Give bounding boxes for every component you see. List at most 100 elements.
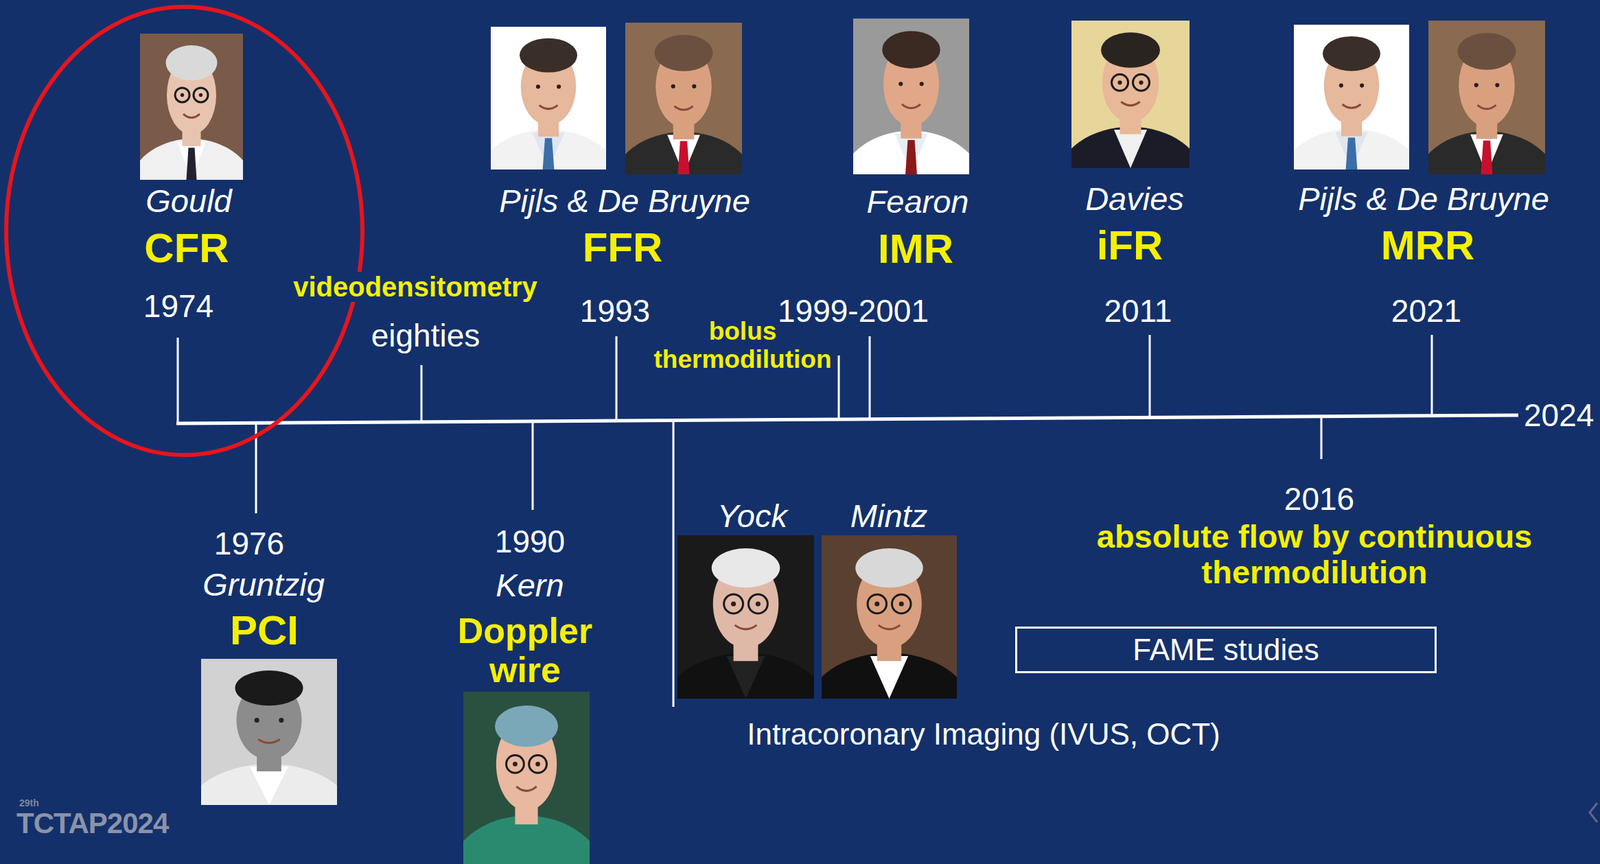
- photo-shirt: [177, 142, 206, 180]
- photo-eye: [899, 601, 904, 607]
- technique-note: videodensitometry: [290, 271, 541, 303]
- author-name: Kern: [495, 567, 564, 604]
- author-name: Gruntzig: [202, 566, 325, 603]
- year-label: 1993: [580, 293, 651, 329]
- photo-glasses: [748, 594, 768, 614]
- portrait-photo: [821, 535, 957, 699]
- author-name: Pijls & De Bruyne: [1297, 181, 1550, 217]
- photo-glasses: [529, 755, 548, 774]
- portrait-photo: [140, 33, 243, 180]
- photo-eye: [1474, 83, 1479, 88]
- timeline-tick: [1431, 334, 1434, 416]
- photo-tie: [186, 147, 197, 180]
- photo-glasses: [175, 87, 190, 103]
- timeline-tick: [420, 365, 423, 423]
- photo-eye: [278, 717, 284, 723]
- portrait-photo: [677, 535, 815, 699]
- portrait-photo: [463, 691, 590, 864]
- photo-mouth: [1477, 105, 1496, 110]
- timeline-tick: [615, 336, 618, 421]
- photo-glasses: [506, 755, 525, 774]
- photo-hair: [166, 45, 218, 81]
- author-name: Fearon: [866, 183, 970, 220]
- photo-shirt: [249, 767, 288, 806]
- photo-tie: [678, 140, 690, 175]
- photo-eye: [254, 717, 260, 723]
- photo-glasses: [891, 594, 911, 614]
- photo-glasses: [1132, 74, 1150, 91]
- photo-hair: [882, 30, 941, 68]
- portrait-photo: [1071, 20, 1190, 169]
- portrait-photo: [490, 26, 607, 170]
- timeline-tick: [531, 421, 535, 510]
- technique-note: absolute flow by continuous thermodiluti…: [1094, 518, 1535, 590]
- photo-shirt: [870, 656, 909, 699]
- photo-hair: [855, 548, 924, 588]
- photo-eye: [919, 81, 924, 86]
- watermark-logo: TCTAP2024: [16, 807, 169, 840]
- photo-glasses: [1111, 74, 1128, 91]
- timeline-axis: [176, 415, 1519, 424]
- study-box: FAME studies: [1015, 626, 1437, 674]
- photo-eye: [691, 84, 697, 89]
- author-name: Pijls & De Bruyne: [499, 183, 751, 219]
- photo-hair: [654, 35, 714, 72]
- photo-hair: [1322, 36, 1381, 72]
- photo-tie: [1346, 137, 1358, 170]
- photo-shirt: [531, 132, 565, 170]
- ellipse-stroke: [6, 6, 363, 456]
- photo-eye: [1359, 83, 1364, 88]
- nav-chevron: [1589, 803, 1598, 823]
- imaging-label: Intracoronary Imaging (IVUS, OCT): [746, 717, 1221, 751]
- axis-end-year: 2024: [1523, 398, 1594, 434]
- method-name: IMR: [877, 226, 954, 272]
- photo-mouth: [183, 113, 200, 118]
- author-name: Gould: [145, 183, 232, 219]
- photo-hair: [494, 705, 559, 747]
- method-name: MRR: [1381, 223, 1476, 269]
- method-name: CFR: [144, 225, 229, 272]
- photo-hair: [1457, 32, 1517, 71]
- photo-eye: [1117, 80, 1122, 85]
- photo-hair: [711, 548, 781, 588]
- method-name: FFR: [582, 225, 664, 271]
- photo-mouth: [735, 625, 758, 630]
- photo-mouth: [674, 106, 693, 111]
- author-name: Yock: [717, 498, 788, 535]
- photo-glasses: [724, 594, 744, 614]
- photo-tie: [1481, 140, 1493, 175]
- photo-hair: [519, 38, 578, 73]
- photo-eye: [536, 84, 541, 89]
- photo-eye: [755, 601, 761, 607]
- method-name: PCI: [229, 608, 299, 654]
- highlight-ellipse: GouldCFR 1974: [4, 4, 365, 458]
- photo-eye: [1138, 80, 1143, 85]
- method-name: iFR: [1096, 223, 1164, 269]
- photo-glasses: [867, 594, 887, 614]
- year-label: 1976: [214, 526, 285, 562]
- timeline-tick: [868, 336, 872, 420]
- photo-eye: [556, 84, 561, 89]
- photo-shirt: [1114, 129, 1147, 169]
- timeline-tick: [1320, 416, 1323, 460]
- timeline-tick: [1149, 334, 1152, 418]
- photo-eye: [671, 84, 676, 89]
- photo-eye: [898, 81, 903, 86]
- timeline-tick: [838, 355, 841, 420]
- year-label: 1974: [143, 288, 214, 324]
- author-name: Davies: [1085, 181, 1185, 217]
- photo-eye: [180, 93, 184, 97]
- photo-eye: [1339, 83, 1344, 88]
- photo-shirt: [726, 656, 766, 699]
- photo-hair: [1100, 32, 1161, 68]
- portrait-photo: [201, 658, 338, 806]
- photo-eye: [874, 601, 880, 607]
- photo-eye: [512, 761, 518, 767]
- photo-shirt: [667, 135, 701, 175]
- photo-eye: [535, 761, 541, 767]
- photo-glasses: [193, 87, 208, 103]
- photo-mouth: [1342, 104, 1362, 108]
- photo-eye: [199, 93, 203, 97]
- era-label: eighties: [371, 318, 481, 354]
